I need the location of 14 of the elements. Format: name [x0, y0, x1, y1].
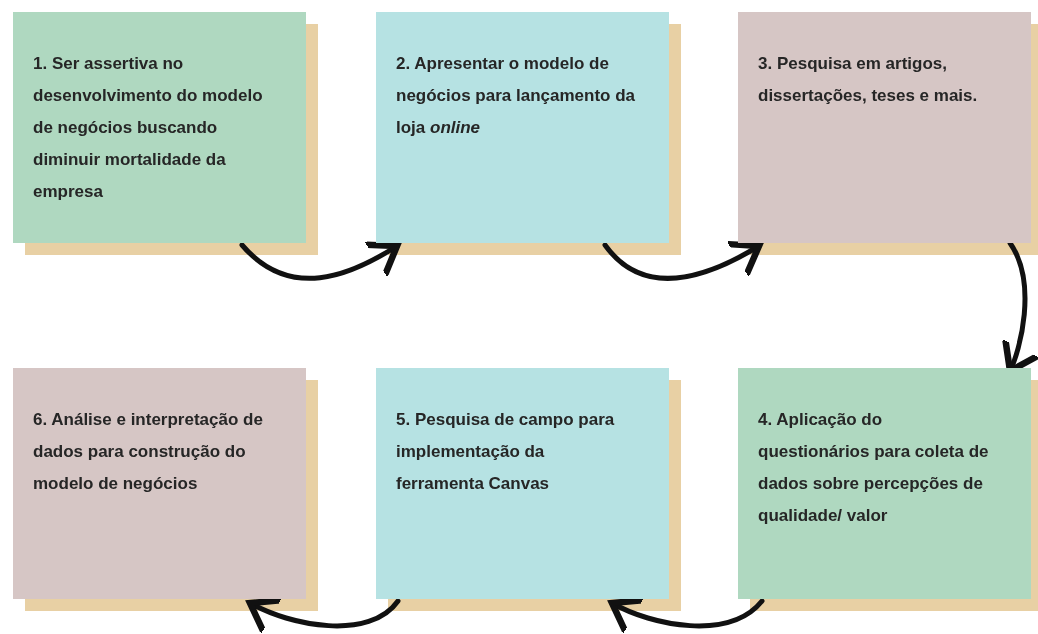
step-card: [376, 12, 669, 243]
step-text: 1. Ser assertiva no desenvolvimento do modelo de negócios buscando diminuir mortalidade da empresa: [33, 53, 264, 203]
step-card: [13, 368, 306, 599]
step-text: 5. Pesquisa de campo para implementação da ferramenta Canvas: [396, 409, 616, 495]
step-card: [376, 368, 669, 599]
curved-arrow: [602, 240, 763, 281]
step-text: 6. Análise e interpretação de dados para construção do modelo de negócios: [33, 409, 264, 495]
step-text: 2. Apresentar o modelo de negócios para lançamento da loja online: [396, 53, 635, 139]
step-text: 3. Pesquisa em artigos, dissertações, teses e mais.: [758, 53, 979, 107]
step-card: [738, 368, 1031, 599]
step-card: [738, 12, 1031, 243]
step-card: [13, 12, 306, 243]
curved-arrow: [239, 240, 401, 281]
step-text: 4. Aplicação do questionários para coleta de dados sobre percepções de qualidade/ valor: [758, 409, 990, 527]
